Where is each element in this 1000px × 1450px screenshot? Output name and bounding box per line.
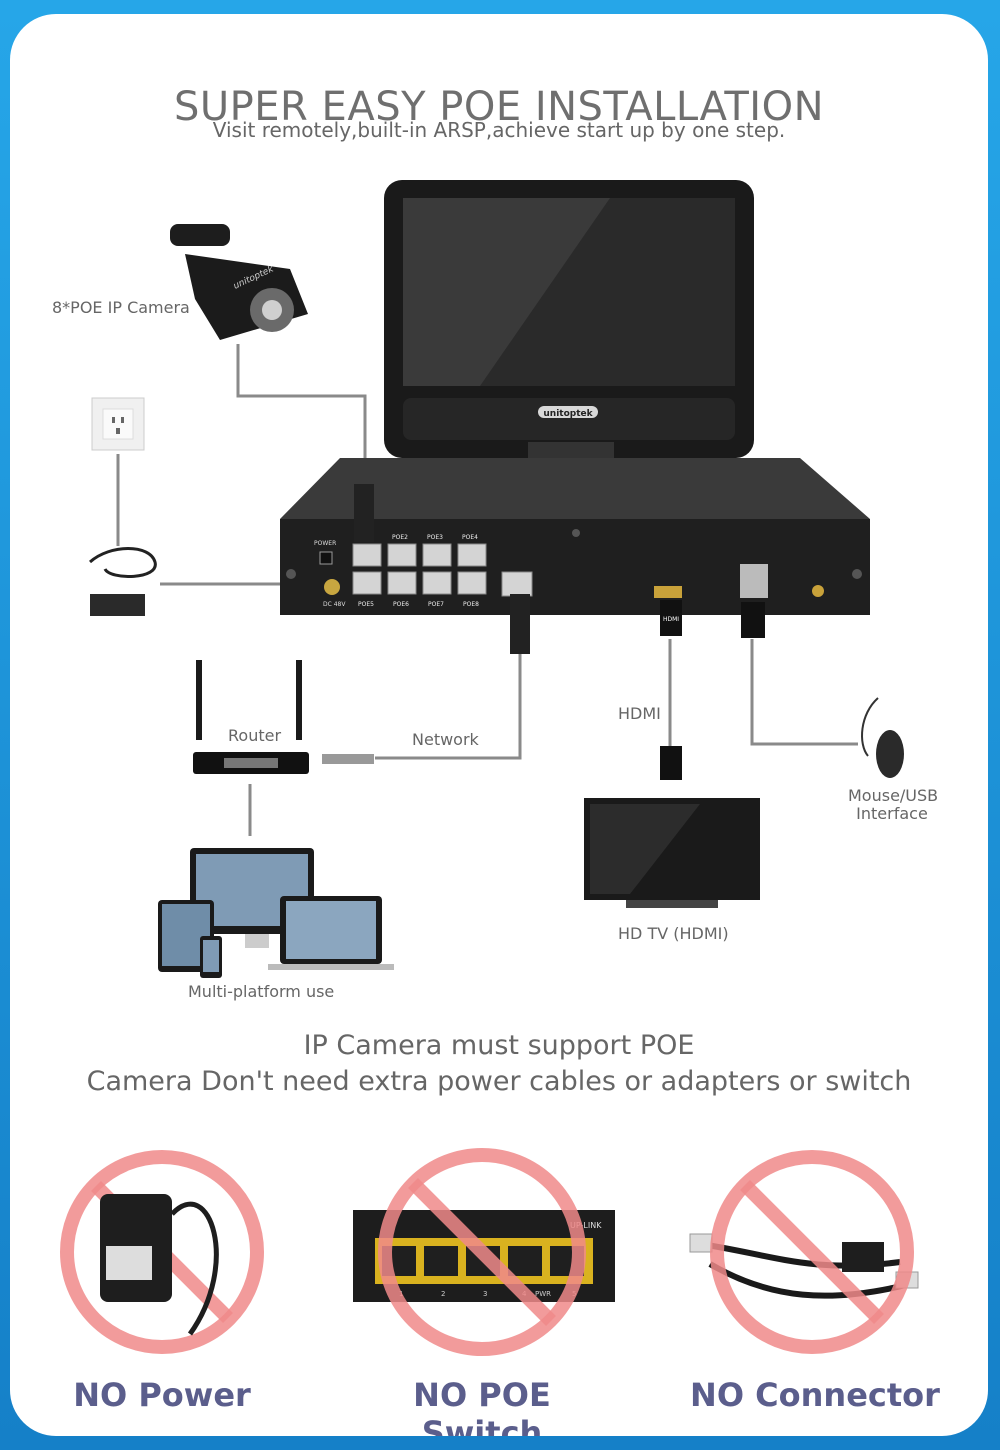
- poe5-label: POE5: [358, 601, 374, 608]
- dc-label: DC 48V: [323, 601, 346, 608]
- no-connector-icon: [689, 1150, 919, 1354]
- hdmi-plug-label: HDMI: [663, 616, 679, 623]
- installation-diagram: unitoptek POWER DC 48V: [60, 180, 919, 1356]
- pwr-label: PWR: [535, 1290, 551, 1298]
- cable-plugs: HDMI: [354, 484, 765, 780]
- mouse-label-line2: Interface: [856, 804, 928, 823]
- hd-tv: [584, 798, 760, 908]
- no-power-text: NO Power: [73, 1376, 251, 1414]
- note-line-1: IP Camera must support POE: [303, 1030, 695, 1061]
- camera-label: 8*POE IP Camera: [52, 298, 190, 317]
- mouse-label-line1: Mouse/USB: [848, 786, 939, 805]
- router-label: Router: [228, 726, 282, 745]
- devices-group: [158, 848, 394, 978]
- note-line-2: Camera Don't need extra power cables or …: [86, 1066, 912, 1097]
- no-power-icon: [60, 1150, 264, 1354]
- no-connector-text: NO Connector: [690, 1376, 940, 1414]
- monitor-brand: unitoptek: [543, 409, 593, 419]
- poe3-label: POE3: [427, 534, 443, 541]
- uplink-label: UP-LINK: [570, 1221, 602, 1230]
- no-poe-switch-icon: UP-LINK PWR 1 2 3 4 5: [353, 1148, 615, 1356]
- poe7-label: POE7: [428, 601, 444, 608]
- multi-platform-label: Multi-platform use: [188, 982, 335, 1001]
- poe8-label: POE8: [463, 601, 479, 608]
- switch-port-3: 3: [483, 1290, 487, 1298]
- poe2-label: POE2: [392, 534, 408, 541]
- monitor-logo: [538, 406, 598, 418]
- page-title: SUPER EASY POE INSTALLATION: [173, 84, 825, 130]
- tv-label: HD TV (HDMI): [618, 924, 729, 943]
- content-card: SUPER EASY POE INSTALLATION Visit remote…: [10, 14, 988, 1436]
- switch-port-2: 2: [441, 1290, 445, 1298]
- network-label: Network: [412, 730, 479, 749]
- monitor: unitoptek: [384, 180, 754, 464]
- cables: [116, 344, 858, 836]
- no-poe-switch-text: NO POE Switch: [413, 1376, 551, 1436]
- poe-camera: unitoptek: [170, 224, 308, 340]
- power-label: POWER: [314, 540, 336, 547]
- usb-mouse: [861, 697, 904, 778]
- poe6-label: POE6: [393, 601, 409, 608]
- wall-socket: [91, 397, 145, 451]
- power-adapter: [88, 547, 157, 616]
- router: [193, 660, 374, 774]
- page-subtitle: Visit remotely,built-in ARSP,achieve sta…: [212, 118, 786, 142]
- nvr-recorder: POWER DC 48V POE2 P: [280, 458, 870, 615]
- poe4-label: POE4: [462, 534, 478, 541]
- hdmi-label: HDMI: [618, 704, 661, 723]
